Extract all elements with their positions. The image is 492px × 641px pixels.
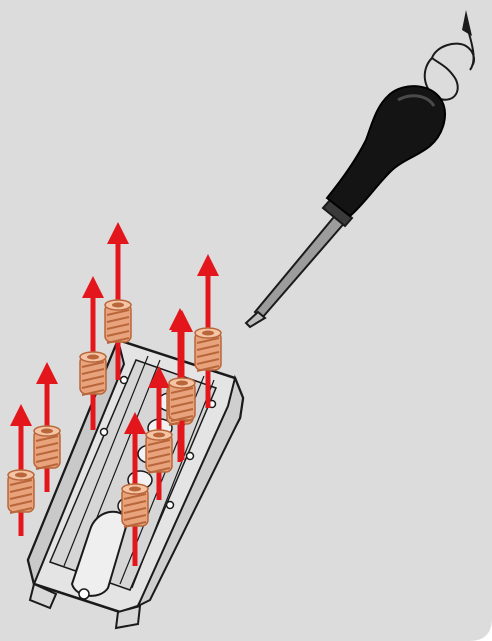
threaded-insert-icon <box>146 430 172 473</box>
threaded-insert-icon <box>169 378 195 421</box>
threaded-insert-icon <box>195 328 221 371</box>
threaded-insert-icon <box>8 470 34 513</box>
threaded-insert-icon <box>105 300 131 343</box>
threaded-insert-icon <box>80 352 106 395</box>
threaded-insert-icon <box>122 484 148 527</box>
threaded-insert-icon <box>34 426 60 469</box>
